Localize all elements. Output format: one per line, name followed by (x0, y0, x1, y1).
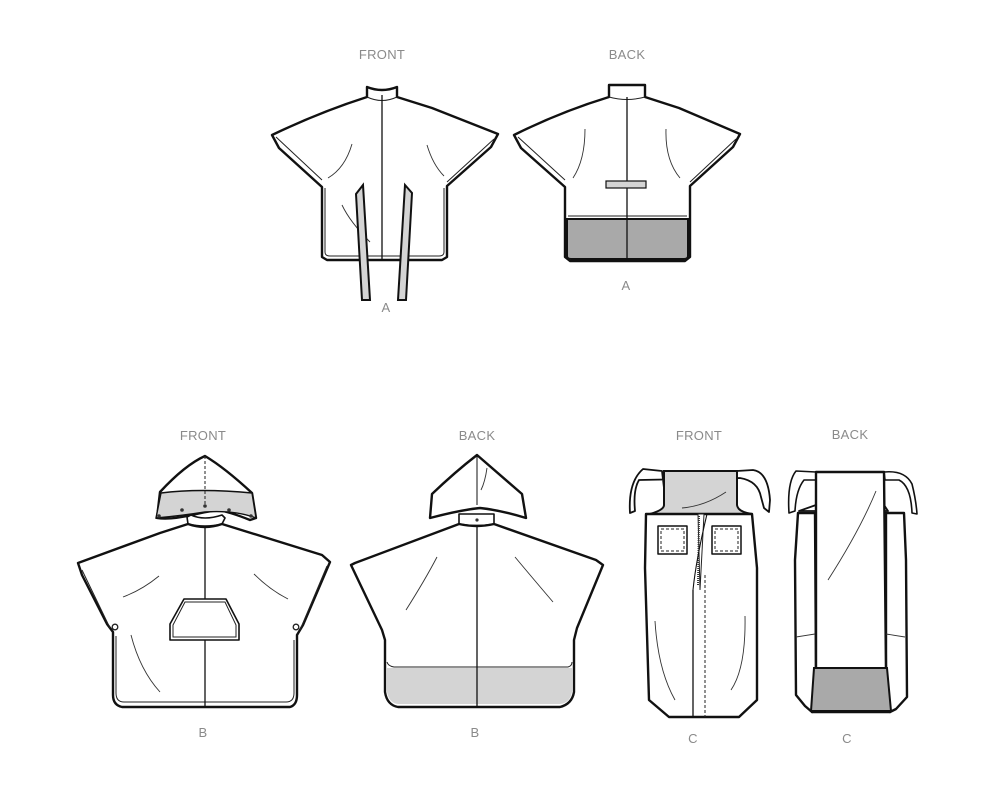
hood-back (428, 453, 528, 520)
back-tab (605, 180, 647, 189)
garment-a-front (270, 85, 500, 301)
garment-c-back (787, 470, 918, 714)
c-front-variation-label: C (688, 731, 698, 746)
c-front-view-label: FRONT (675, 428, 723, 443)
b-front-view-label: FRONT (179, 428, 227, 443)
tie-left (354, 182, 372, 301)
chest-pocket-left (657, 525, 688, 555)
garment-c-front (628, 468, 771, 719)
kangaroo-pocket (169, 598, 240, 641)
garment-b-back (349, 453, 605, 709)
tie-right (396, 182, 414, 301)
c-back-view-label: BACK (831, 427, 869, 442)
garment-b-front (76, 454, 332, 709)
c-back-variation-label: C (842, 731, 852, 746)
b-back-view-label: BACK (458, 428, 496, 443)
a-back-view-label: BACK (608, 47, 646, 62)
a-front-variation-label: A (381, 300, 391, 315)
garment-a-back (512, 83, 742, 263)
b-back-variation-label: B (470, 725, 480, 740)
a-back-variation-label: A (621, 278, 631, 293)
a-front-view-label: FRONT (358, 47, 406, 62)
chest-pocket-right (711, 525, 742, 555)
b-front-variation-label: B (198, 725, 208, 740)
